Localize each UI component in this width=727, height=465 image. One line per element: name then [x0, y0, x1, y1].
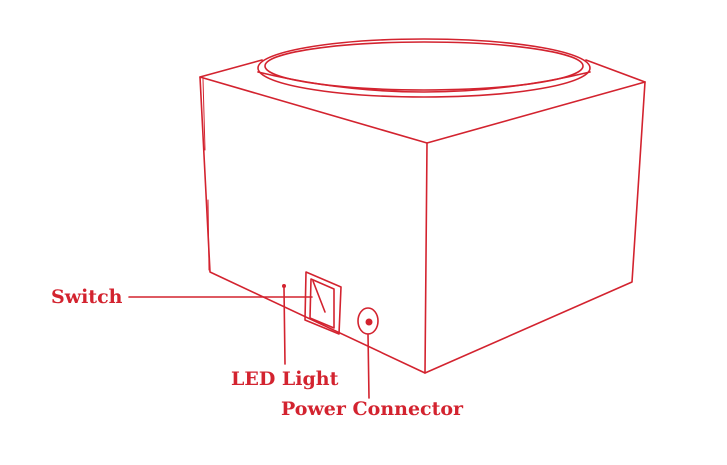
switch-frame — [304, 271, 342, 335]
switch-label: Switch — [51, 286, 123, 308]
led-light-label: LED Light — [231, 368, 339, 390]
disc-inner — [264, 41, 584, 91]
switch-rocker — [309, 278, 335, 329]
disc-base — [257, 71, 591, 93]
device-body — [199, 59, 646, 374]
right-face — [424, 81, 646, 374]
power-connector-port — [357, 307, 379, 335]
led-leader — [283, 287, 286, 365]
switch-assembly — [304, 271, 342, 335]
port-pin — [365, 318, 373, 326]
switch-rocker-detail — [312, 280, 326, 313]
led-light-dot — [282, 284, 286, 288]
top-edge-right — [585, 59, 646, 83]
left-face-sketch — [202, 78, 210, 271]
left-face — [199, 76, 428, 374]
top-edge-left — [199, 59, 263, 78]
top-disc — [257, 38, 591, 98]
power-leader — [367, 333, 370, 399]
disc-outer — [257, 38, 591, 98]
callout-leaders — [128, 287, 370, 399]
power-connector-label: Power Connector — [281, 398, 464, 420]
